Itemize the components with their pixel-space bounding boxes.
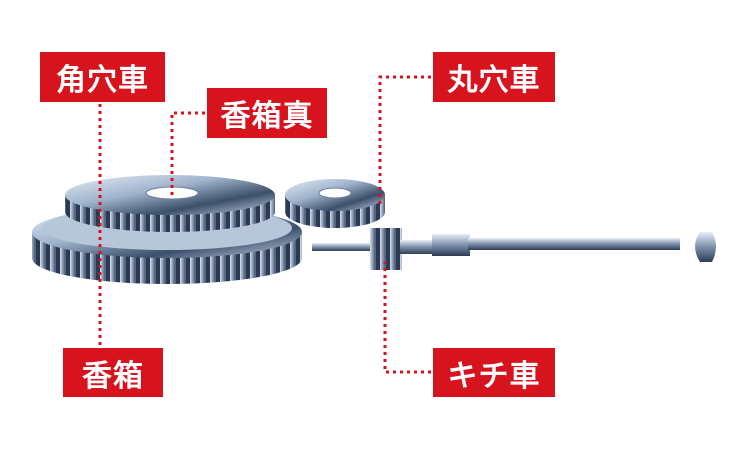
- label-ratchet-wheel: 角穴車: [40, 52, 165, 102]
- stem-tip: [695, 232, 716, 262]
- leader-lines: [98, 75, 431, 374]
- ratchet-wheel-gear: [65, 175, 275, 232]
- label-barrel: 香箱: [63, 348, 163, 397]
- label-clutch-wheel: キチ車: [433, 348, 555, 397]
- label-crown-wheel: 丸穴車: [433, 52, 555, 102]
- label-barrel-arbor: 香箱真: [207, 88, 327, 138]
- crown-wheel-gear: [285, 179, 385, 228]
- winding-stem: [312, 228, 716, 270]
